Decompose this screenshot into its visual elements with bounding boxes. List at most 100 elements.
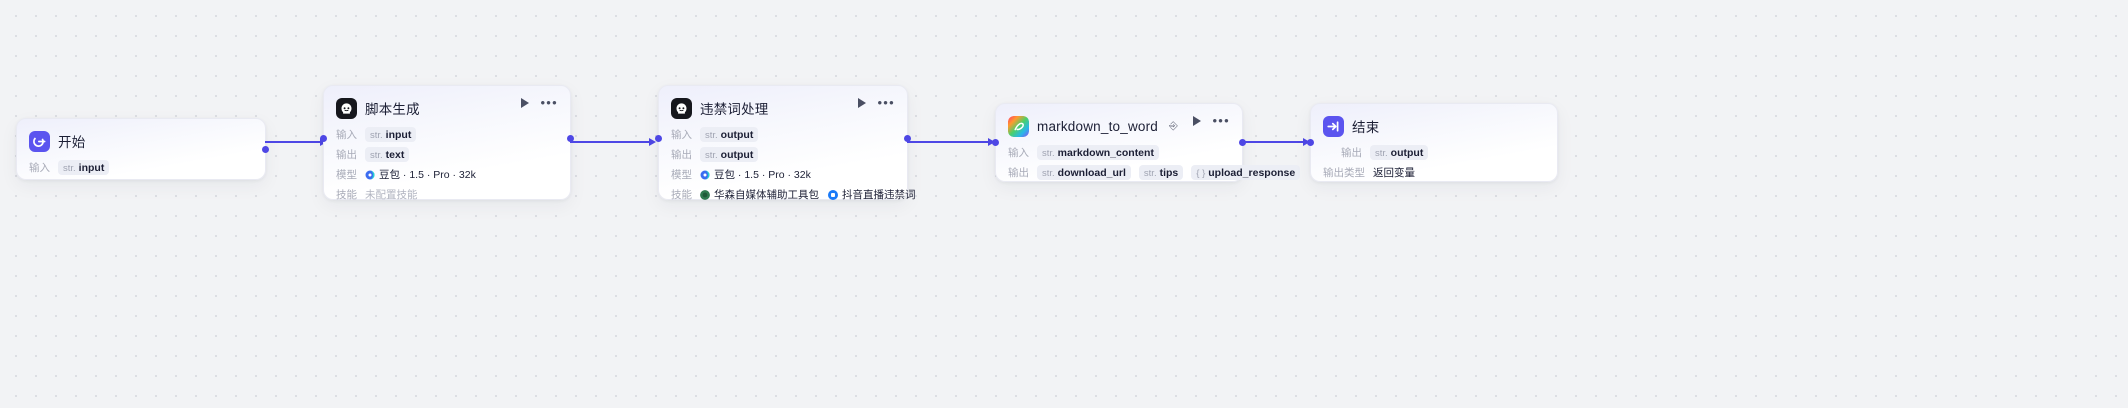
row-label: 输入	[336, 129, 357, 141]
variable-chip[interactable]: str. text	[365, 147, 410, 162]
chip-name: input	[385, 128, 412, 141]
doubao-model-icon	[365, 170, 375, 179]
node-rows: 输入 str. output 输出 str. output 模型 豆包 · 1.…	[671, 127, 916, 202]
chip-name: output	[720, 128, 754, 141]
workflow-node-script-generation[interactable]: 脚本生成 ••• 输入 str. input 输出 str. text 模型	[320, 85, 574, 202]
row-label: 输出	[1341, 147, 1362, 159]
llm-node-icon	[336, 97, 357, 119]
output-port[interactable]	[567, 134, 574, 142]
node-row-input: 输入 str. markdown_content	[1008, 145, 1230, 160]
skill-name: 华森自媒体辅助工具包	[714, 189, 819, 201]
node-header: 违禁词处理 •••	[671, 96, 895, 120]
workflow-node-start[interactable]: 开始 输入 str. input	[16, 118, 269, 180]
row-label: 技能	[336, 189, 357, 201]
node-header: 结束	[1323, 114, 1545, 138]
edge-line	[1242, 141, 1304, 143]
skill-name: 抖音直播违禁词	[842, 189, 916, 201]
output-port[interactable]	[262, 145, 269, 153]
skill-tag-group: 华森自媒体辅助工具包 抖音直播违禁词	[700, 187, 916, 202]
node-row-input: 输入 str. input	[29, 160, 253, 175]
chip-type: str.	[1042, 167, 1055, 179]
play-icon	[521, 98, 530, 108]
skills-empty-text: 未配置技能	[365, 189, 418, 201]
start-node-icon	[29, 130, 50, 152]
chip-type: str.	[1143, 167, 1157, 179]
variable-chip[interactable]: str. download_url	[1037, 165, 1131, 180]
variable-chip[interactable]: str. tips	[1138, 165, 1184, 180]
node-header-actions: •••	[858, 95, 895, 110]
skill-tag[interactable]: 抖音直播违禁词	[828, 187, 916, 202]
chip-type: str.	[1042, 147, 1055, 159]
chip-type: { }	[1196, 167, 1206, 179]
edge-arrow-icon	[649, 138, 656, 146]
edge-markdown-to-end	[1242, 137, 1310, 147]
row-label: 模型	[671, 169, 692, 181]
chip-name: upload_response	[1208, 166, 1296, 179]
node-more-button[interactable]: •••	[1212, 113, 1230, 128]
node-title: 脚本生成	[365, 102, 420, 117]
variable-chip[interactable]: str. output	[700, 127, 759, 142]
node-header: markdown_to_word ⎆ •••	[1008, 114, 1230, 138]
node-more-button[interactable]: •••	[540, 95, 558, 110]
node-rows: 输入 str. markdown_content 输出 str. downloa…	[1008, 145, 1301, 180]
skill-tag[interactable]: 华森自媒体辅助工具包	[700, 187, 819, 202]
variable-chip[interactable]: str. output	[1370, 145, 1429, 160]
row-label: 输出	[336, 149, 357, 161]
node-row-output: 输出 str. download_url str. tips { } uploa…	[1008, 165, 1301, 180]
input-port[interactable]	[655, 134, 662, 142]
variable-chip[interactable]: str. input	[58, 160, 110, 175]
output-port[interactable]	[904, 134, 911, 142]
plugin-node-icon	[1008, 115, 1029, 137]
node-title: 结束	[1352, 120, 1380, 135]
run-node-button[interactable]	[1193, 116, 1202, 126]
node-rows: 输入 str. input 输出 str. text 模型 豆包 · 1.5 ·…	[336, 127, 558, 202]
node-header-actions: •••	[1193, 113, 1230, 128]
variable-chip[interactable]: str. output	[700, 147, 759, 162]
input-port[interactable]	[1307, 138, 1314, 146]
workflow-node-banned-word-processing[interactable]: 违禁词处理 ••• 输入 str. output 输出 str. output …	[655, 85, 916, 202]
node-title: 开始	[58, 135, 86, 150]
chip-name: markdown_content	[1057, 146, 1154, 159]
play-icon	[1193, 116, 1202, 126]
chip-name: text	[385, 148, 405, 161]
run-node-button[interactable]	[858, 98, 867, 108]
skill-plugin-icon	[700, 189, 710, 200]
variable-chip[interactable]: str. input	[365, 127, 417, 142]
node-row-input: 输入 str. output	[671, 127, 895, 142]
chip-name: download_url	[1057, 166, 1126, 179]
chip-name: tips	[1159, 166, 1179, 179]
node-row-output: 输出 str. text	[336, 147, 558, 162]
output-type-value: 返回变量	[1373, 167, 1415, 179]
variable-chip[interactable]: str. markdown_content	[1037, 145, 1159, 160]
end-node-icon	[1323, 115, 1344, 137]
node-header: 开始	[29, 129, 253, 153]
node-row-skills: 技能 未配置技能	[336, 187, 558, 202]
workflow-node-end[interactable]: 结束 输出 str. output 输出类型 返回变量	[1307, 103, 1558, 182]
model-value[interactable]: 豆包 · 1.5 · Pro · 32k	[700, 167, 811, 182]
row-label: 输出类型	[1323, 167, 1365, 179]
skill-plugin-icon	[828, 189, 838, 200]
workflow-node-markdown-to-word[interactable]: markdown_to_word ⎆ ••• 输入 str. markdown_…	[992, 103, 1301, 182]
edge-banned-to-markdown	[907, 137, 995, 147]
doubao-model-icon	[700, 170, 710, 179]
input-port[interactable]	[320, 134, 327, 142]
node-row-output-type: 输出类型 返回变量	[1323, 165, 1545, 180]
chip-type: str.	[370, 149, 383, 161]
edge-script-to-banned	[570, 137, 656, 147]
edge-arrow-icon	[1303, 138, 1310, 146]
chip-type: str.	[705, 129, 718, 141]
chip-type: str.	[1375, 147, 1388, 159]
chip-name: input	[78, 161, 105, 174]
chip-name: output	[720, 148, 754, 161]
run-node-button[interactable]	[521, 98, 530, 108]
model-value[interactable]: 豆包 · 1.5 · Pro · 32k	[365, 167, 476, 182]
variable-chip[interactable]: { } upload_response	[1191, 165, 1301, 180]
chip-type: str.	[705, 149, 718, 161]
node-rows: 输出 str. output 输出类型 返回变量	[1323, 145, 1545, 180]
row-label: 输入	[29, 162, 50, 174]
node-row-model: 模型 豆包 · 1.5 · Pro · 32k	[671, 167, 895, 182]
input-port[interactable]	[992, 138, 999, 146]
node-more-button[interactable]: •••	[877, 95, 895, 110]
node-row-output: 输出 str. output	[1341, 145, 1545, 160]
